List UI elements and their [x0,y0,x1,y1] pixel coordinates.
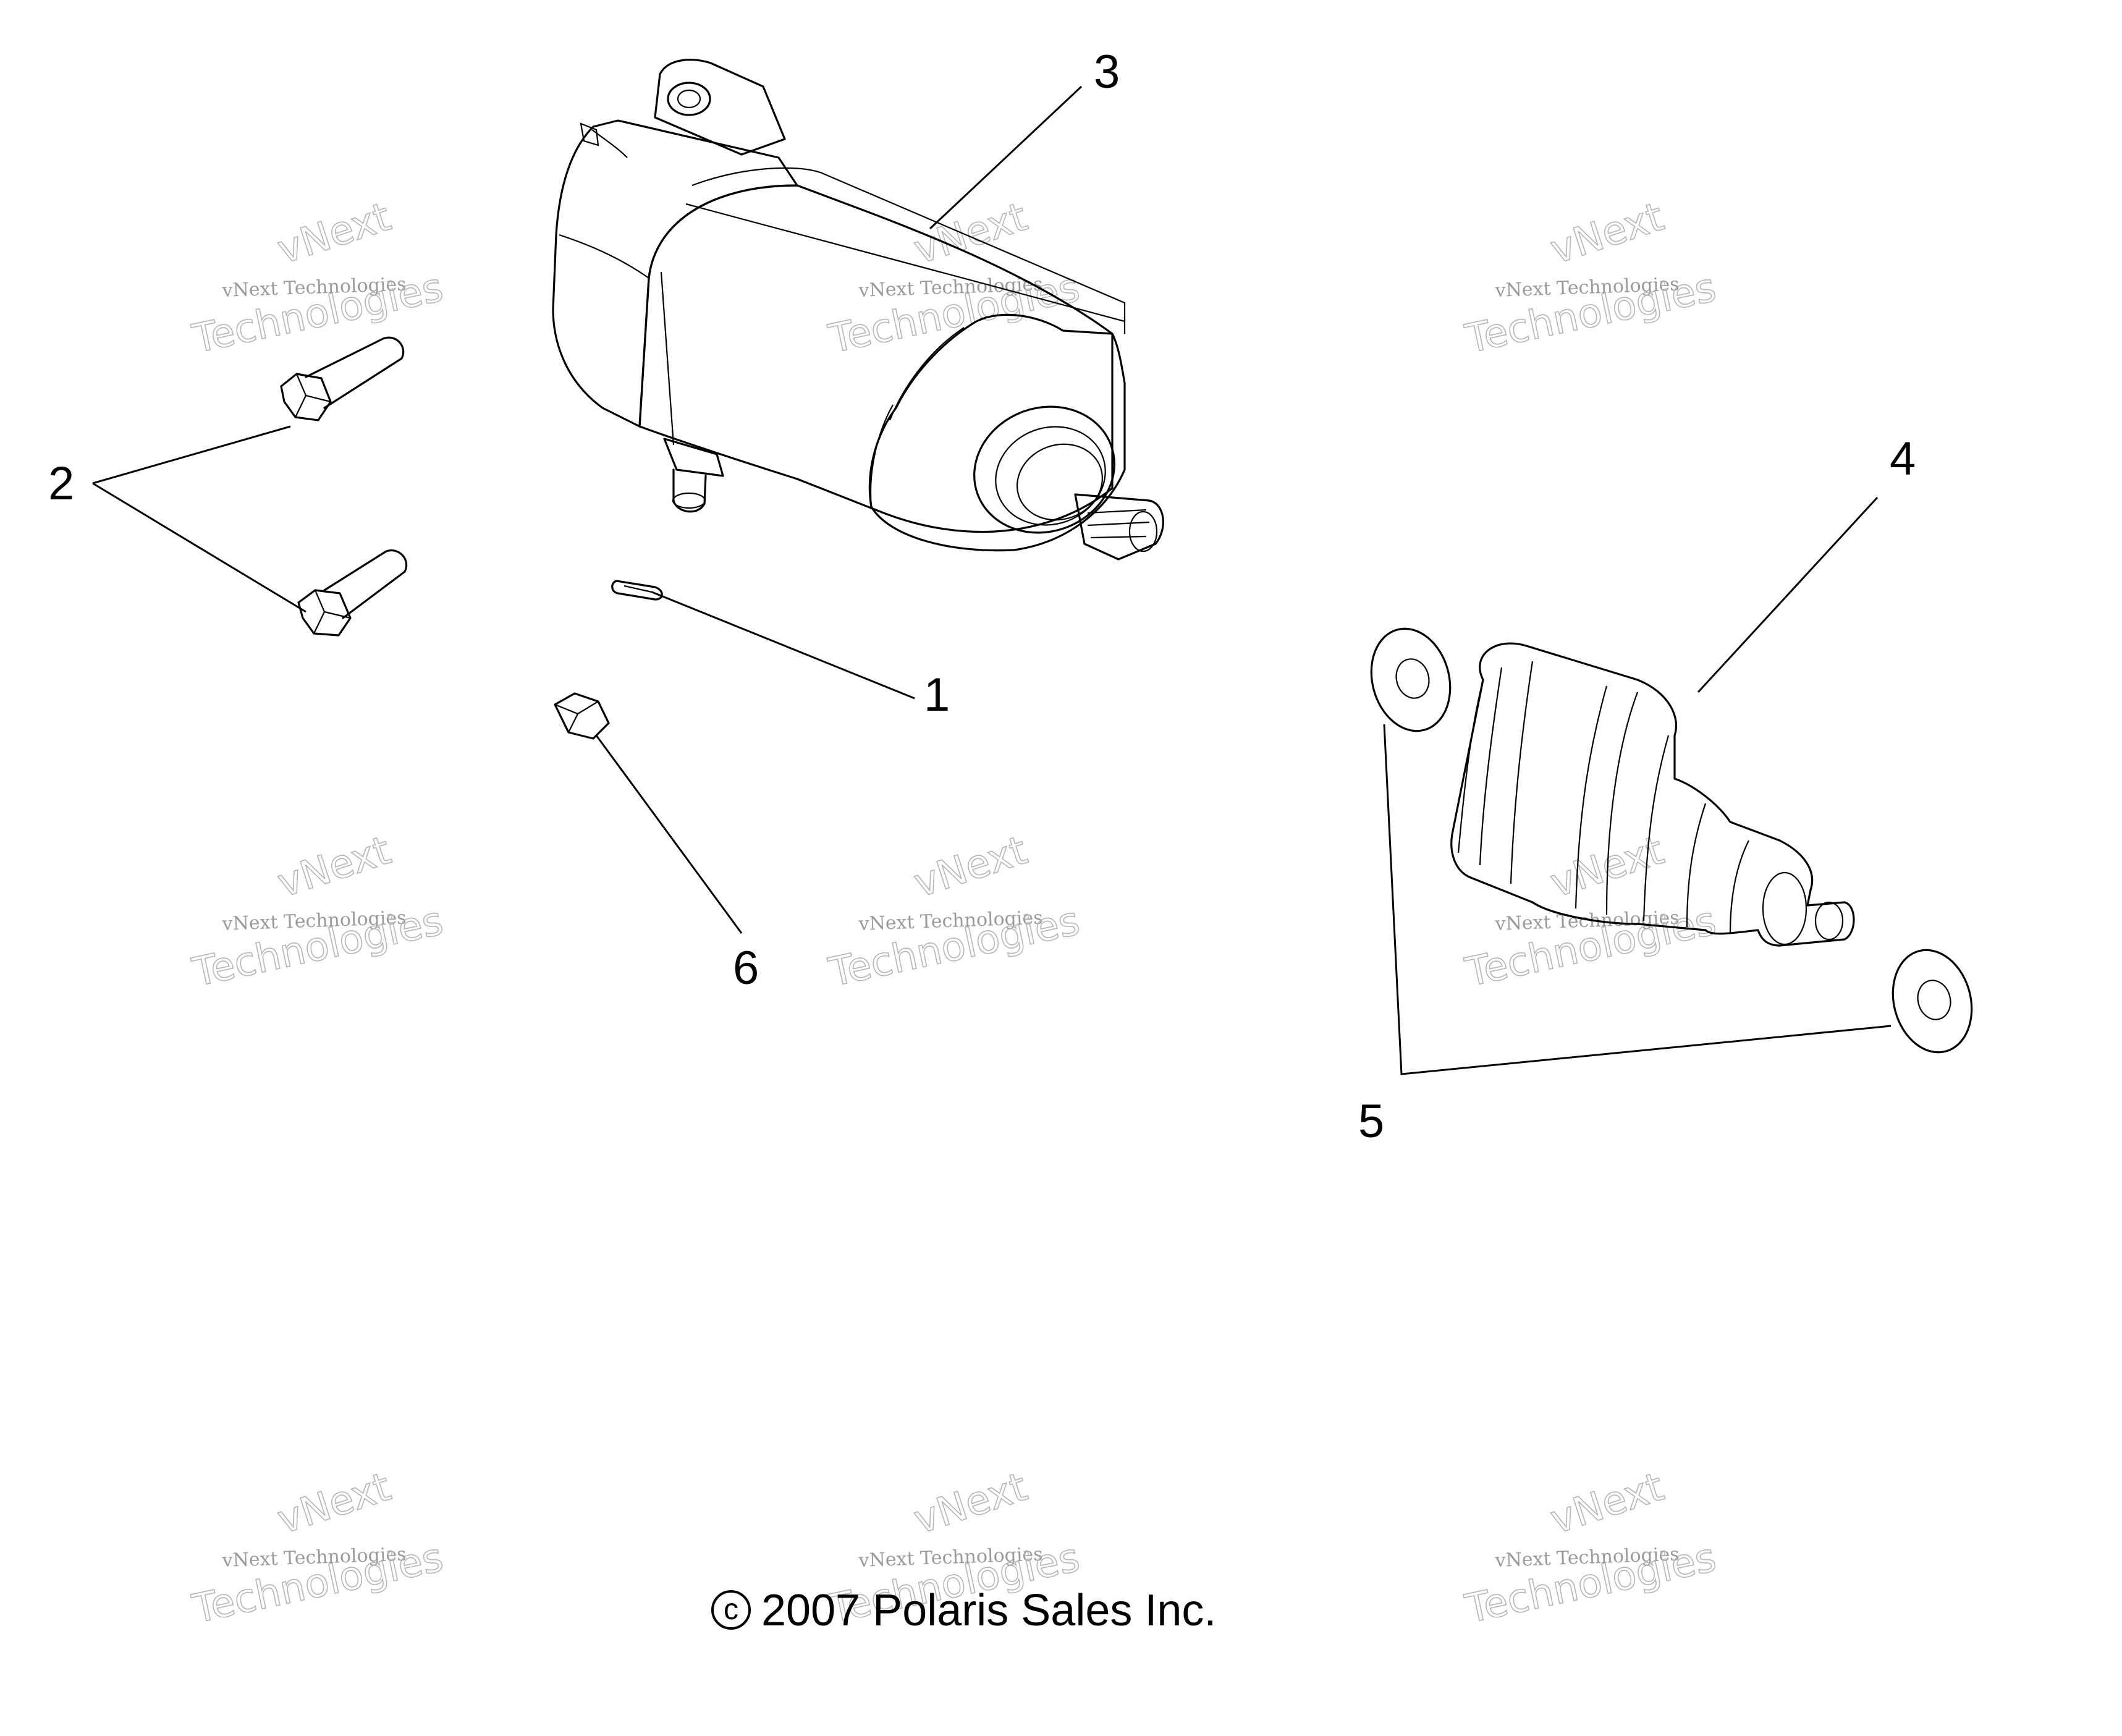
watermark: vNext Technologies vNext Technologies [188,827,447,996]
washer-left [1370,627,1452,732]
leader-line-6 [595,735,743,934]
watermark: vNext Technologies vNext Technologies [188,1463,447,1633]
callouts: 1 2 3 4 5 6 [48,46,1916,1148]
watermark: vNext Technologies vNext Technologies [1461,193,1720,363]
leader-line-2a [92,425,291,485]
watermarks: vNext Technologies vNext Technologies vN… [188,193,1720,1633]
leader-lines [92,85,1892,1075]
leader-line-1 [651,591,915,700]
leader-line-5 [1383,724,1892,1075]
copyright-text: 2007 Polaris Sales Inc. [761,1586,1216,1635]
callout-1: 1 [924,669,950,721]
watermark: vNext Technologies vNext Technologies [1461,827,1720,996]
leader-line-2b [92,482,306,613]
watermark-text-top: vNext [273,194,397,273]
nut [554,692,610,740]
callout-3: 3 [1094,46,1120,98]
cv-boot [1450,642,1855,947]
watermark-text-top: vNext [1545,194,1670,273]
starter-motor [552,59,1164,561]
watermark-text-top: vNext [909,828,1033,907]
watermark: vNext Technologies vNext Technologies [188,193,447,363]
callout-4: 4 [1890,433,1916,485]
watermark-text-top: vNext [273,1464,397,1543]
copyright-circle [711,1590,751,1630]
watermark-text-top: vNext [1545,1464,1670,1543]
watermark-text-top: vNext [273,828,397,907]
callout-6: 6 [733,942,759,994]
bolt-lower [297,549,408,637]
leader-line-3 [929,85,1083,230]
copyright-line: c 2007 Polaris Sales Inc. [711,1586,1216,1635]
washer-right [1892,949,1973,1054]
watermark: vNext Technologies vNext Technologies [1461,1463,1720,1633]
watermark: vNext Technologies vNext Technologies [824,827,1084,996]
callout-5: 5 [1358,1095,1384,1148]
callout-2: 2 [48,457,74,510]
pin-clip [611,580,663,601]
copyright-symbol: c [724,1593,738,1626]
bolt-upper [280,336,405,421]
watermark-text-top: vNext [909,194,1033,273]
watermark-text-top: vNext [909,1464,1033,1543]
leader-line-4 [1697,496,1879,693]
